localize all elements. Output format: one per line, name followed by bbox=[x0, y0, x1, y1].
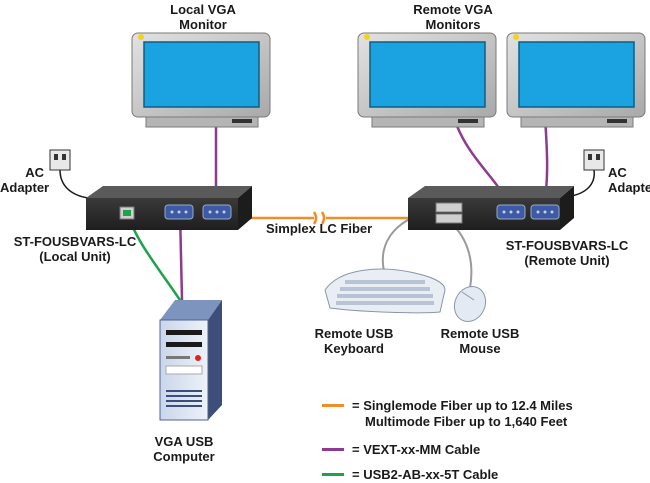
legend-item-vga: = VEXT-xx-MM Cable bbox=[322, 442, 480, 458]
computer-tower-icon bbox=[159, 300, 222, 421]
legend-text-usb: = USB2-AB-xx-5T Cable bbox=[352, 467, 499, 482]
fiber-label: Simplex LC Fiber bbox=[266, 221, 373, 236]
legend-text-fiber-1: = Singlemode Fiber up to 12.4 Miles bbox=[352, 398, 573, 413]
local-unit-label: ST-FOUSBVARS-LC(Local Unit) bbox=[13, 234, 137, 264]
local-unit bbox=[86, 186, 252, 230]
legend-swatch-fiber bbox=[322, 404, 344, 407]
legend-text-fiber-2: Multimode Fiber up to 1,640 Feet bbox=[365, 414, 568, 429]
legend-item-usb: = USB2-AB-xx-5T Cable bbox=[322, 467, 498, 483]
legend-swatch-usb bbox=[322, 473, 344, 476]
keyboard-icon bbox=[324, 268, 446, 314]
ac-adapter-left-icon bbox=[49, 149, 71, 171]
remote-vga-monitor-1 bbox=[357, 32, 497, 128]
remote-vga-monitor-2 bbox=[506, 32, 646, 128]
remote-unit bbox=[408, 186, 574, 230]
legend-text-vga: = VEXT-xx-MM Cable bbox=[352, 442, 481, 457]
ac-adapter-right-icon bbox=[583, 149, 605, 171]
legend-swatch-vga bbox=[322, 448, 344, 451]
local-vga-monitor bbox=[131, 32, 271, 128]
mouse-icon bbox=[453, 285, 487, 323]
remote-unit-label: ST-FOUSBVARS-LC(Remote Unit) bbox=[505, 238, 629, 268]
legend-item-fiber: = Singlemode Fiber up to 12.4 Miles Mult… bbox=[322, 398, 573, 430]
